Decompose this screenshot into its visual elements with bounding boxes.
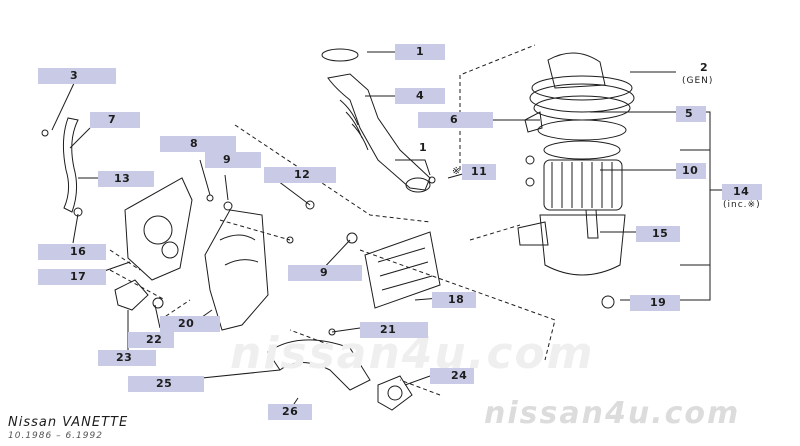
note-inc: (inc.※) [723,200,761,210]
callout-9b-box [288,265,362,281]
callout-7-box [90,112,140,128]
production-dates-label: 10.1986 – 6.1992 [8,431,103,441]
callout-13[interactable]: 13 [114,172,131,185]
callout-6[interactable]: 6 [450,113,459,126]
callout-24-box [430,368,474,384]
callout-6-box [418,112,493,128]
callout-14[interactable]: 14 [733,185,750,198]
callout-18-box [432,292,476,308]
callout-9a[interactable]: 9 [223,153,232,166]
intake-hose-drawing [321,48,436,193]
callout-4-box [395,88,445,104]
callout-15-box [636,226,680,242]
callout-21[interactable]: 21 [380,323,397,336]
watermark-corner: nissan4u.com [484,396,741,431]
callout-2[interactable]: 2 [700,61,709,74]
left-parts-drawing [41,117,294,331]
callout-10-box [676,163,706,179]
callout-8[interactable]: 8 [190,137,199,150]
callout-19[interactable]: 19 [650,296,667,309]
callout-26[interactable]: 26 [282,405,299,418]
callout-23-box [98,350,156,366]
callout-17[interactable]: 17 [70,270,87,283]
callout-16-box [38,244,106,260]
callout-12[interactable]: 12 [294,168,311,181]
callout-1a-box [395,44,445,60]
callout-19-box [630,295,680,311]
callout-18[interactable]: 18 [448,293,465,306]
callout-3[interactable]: 3 [70,69,79,82]
callout-8-box [160,136,236,152]
callout-11[interactable]: 11 [471,165,488,178]
callout-14-box [722,184,762,200]
callout-1b[interactable]: 1 [419,141,428,154]
callout-16[interactable]: 16 [70,245,87,258]
callout-17-box [38,269,106,285]
callout-9b[interactable]: 9 [320,266,329,279]
callout-12-box [264,167,336,183]
callout-25-box [128,376,204,392]
callout-9a-box [205,152,261,168]
callout-15[interactable]: 15 [652,227,669,240]
callout-20-box [160,316,220,332]
note-gen: (GEN) [682,76,714,86]
callout-25[interactable]: 25 [156,377,173,390]
callout-3-box [38,68,116,84]
dashed-boundary-lines [109,44,556,396]
callout-11-box [462,164,496,180]
callout-21-box [360,322,428,338]
callout-10[interactable]: 10 [682,164,699,177]
vehicle-model-label: Nissan VANETTE [8,415,129,430]
callout-4[interactable]: 4 [416,89,425,102]
note-star: ※ [452,166,461,177]
center-parts-drawing [267,200,441,411]
callout-7[interactable]: 7 [108,113,117,126]
callout-5[interactable]: 5 [685,107,694,120]
callout-22-box [128,332,174,348]
callout-5-box [676,106,706,122]
callout-23[interactable]: 23 [116,351,133,364]
callout-20[interactable]: 20 [178,317,195,330]
callout-24[interactable]: 24 [451,369,468,382]
callout-1a[interactable]: 1 [416,45,425,58]
callout-13-box [98,171,154,187]
callout-26-box [268,404,312,420]
air-cleaner-drawing [517,52,635,309]
callout-22[interactable]: 22 [146,333,163,346]
